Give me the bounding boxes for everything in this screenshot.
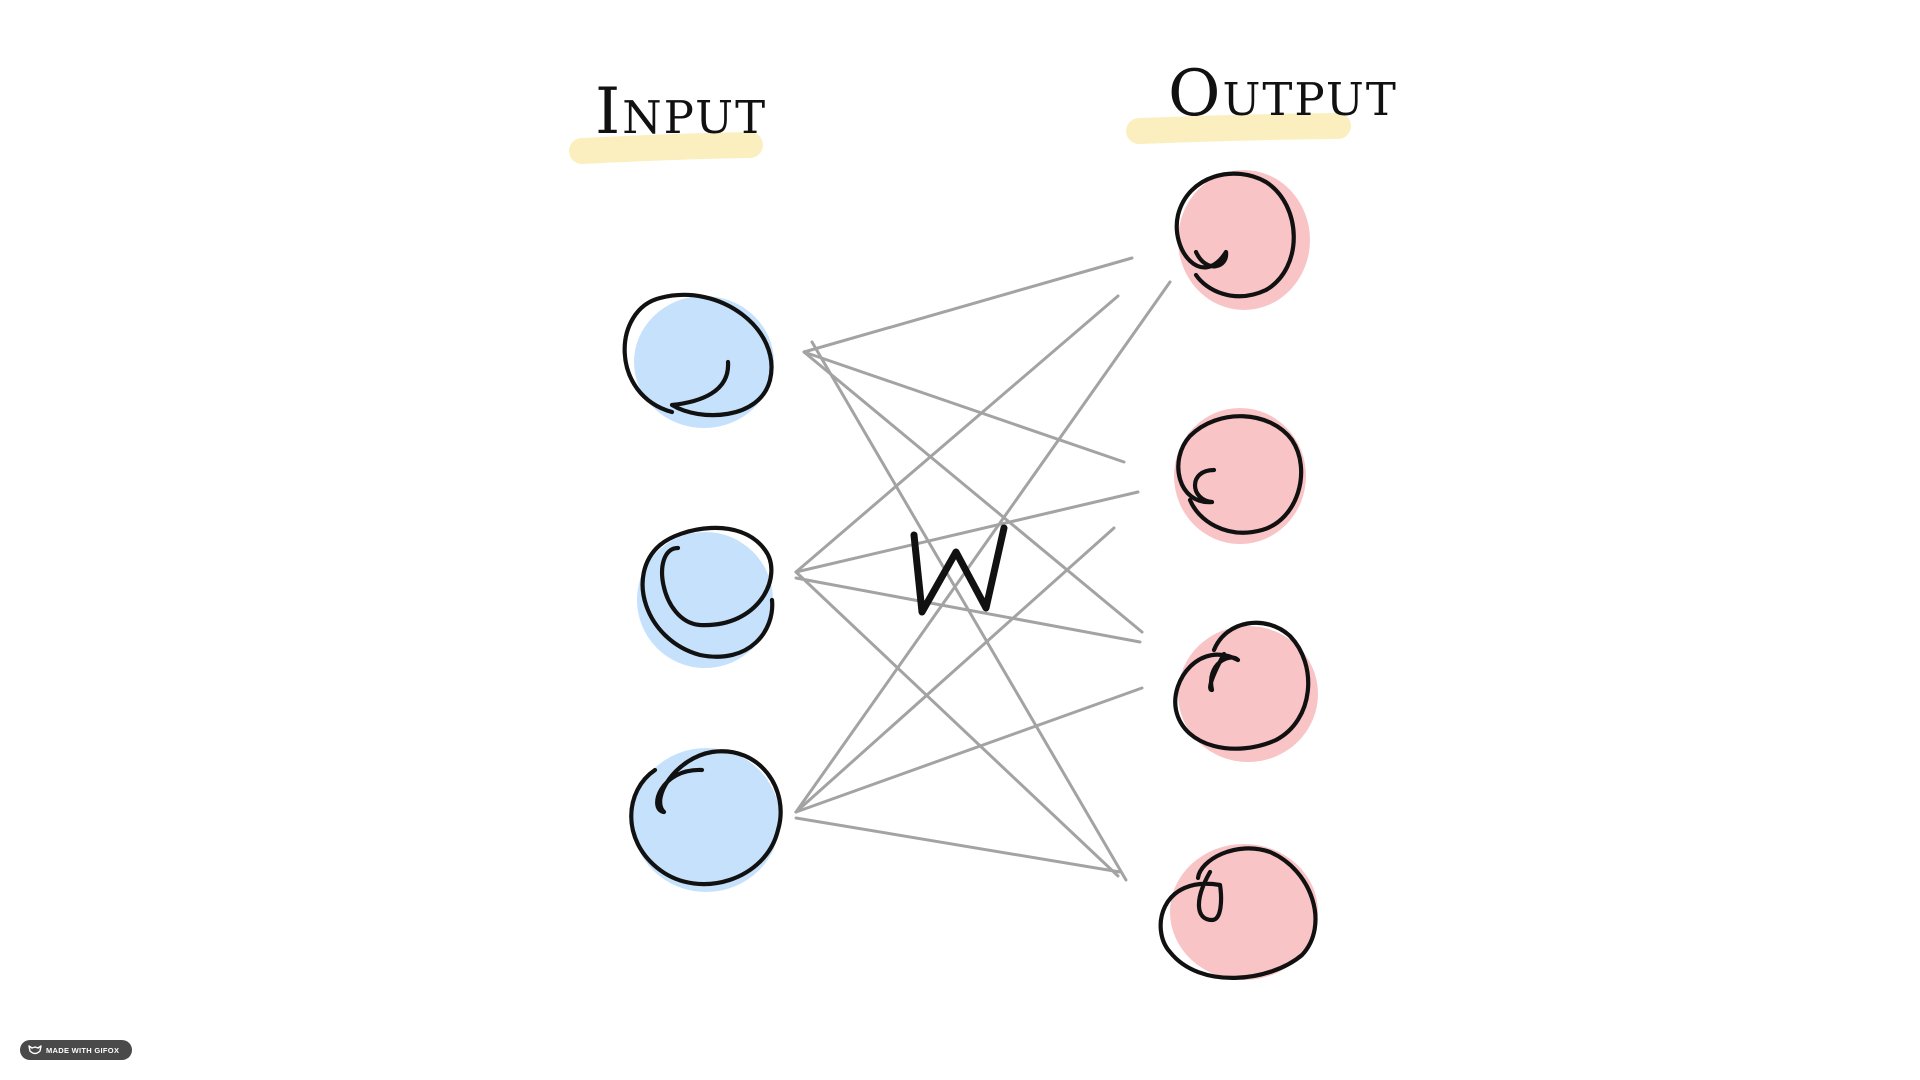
input-label-highlight [569, 132, 763, 164]
edge-in3-out2 [794, 526, 1116, 814]
edge-in3-out4 [794, 816, 1122, 874]
edge-in3-out1 [794, 280, 1172, 814]
badge-text: MADE WITH GIFOX [46, 1045, 120, 1055]
edge-in2-out3 [794, 576, 1142, 644]
input-node-1 [622, 292, 774, 428]
output-node-1 [1174, 170, 1310, 310]
made-with-gifox-badge[interactable]: MADE WITH GIFOX [20, 1040, 132, 1060]
edge-in3-out3 [794, 686, 1144, 814]
edge-in2-out4 [794, 570, 1120, 878]
output-label: Output [1168, 57, 1398, 131]
input-label: Input [595, 75, 767, 149]
weight-glyph [910, 524, 1008, 616]
edge-in1-out2 [802, 350, 1126, 464]
output-node-2 [1174, 408, 1306, 544]
output-node-3 [1173, 620, 1318, 762]
edge-in1-out3 [802, 350, 1144, 634]
input-layer [622, 292, 783, 892]
gifox-fox-icon [28, 1045, 42, 1055]
output-node-4 [1158, 844, 1318, 980]
output-layer [1158, 170, 1318, 980]
weight-connections [794, 256, 1172, 882]
input-node-3 [629, 748, 783, 892]
edge-in2-out2 [794, 490, 1140, 574]
input-node-2 [637, 525, 775, 668]
output-label-highlight [1126, 113, 1351, 144]
edge-in1-out1 [802, 256, 1134, 354]
weight-label-text: W [962, 584, 963, 586]
edge-in2-out1 [794, 294, 1120, 574]
weight-label: W [910, 524, 1008, 616]
